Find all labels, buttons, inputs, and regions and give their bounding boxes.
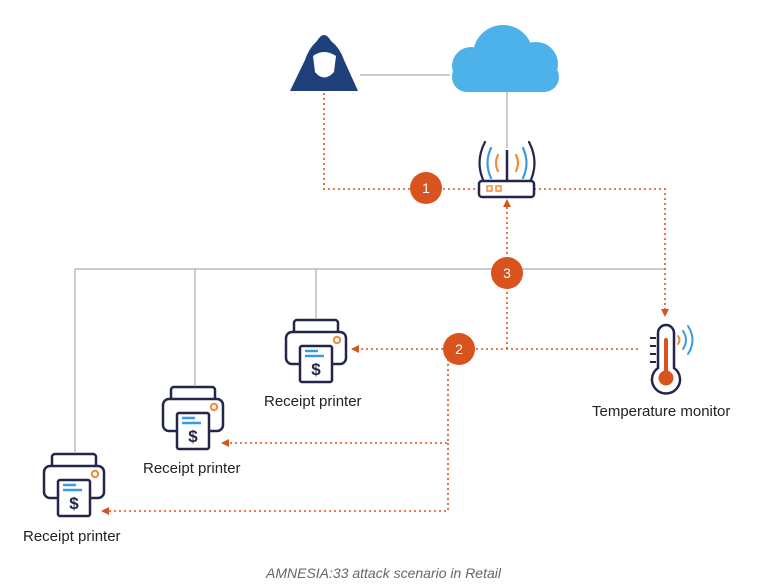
svg-text:$: $: [311, 360, 321, 379]
step-badge-3: 3: [491, 257, 523, 289]
svg-text:2: 2: [455, 341, 463, 357]
figure-caption: AMNESIA:33 attack scenario in Retail: [266, 565, 501, 581]
temperature-monitor-label: Temperature monitor: [592, 403, 731, 420]
printer-label: Receipt printer: [264, 393, 362, 410]
network-lines: [74, 74, 665, 452]
svg-text:1: 1: [422, 180, 430, 196]
wifi-router-icon: [477, 140, 536, 199]
cloud-icon: [452, 25, 559, 92]
receipt-printer-icon: $: [284, 318, 348, 384]
receipt-printer-icon: $: [161, 385, 225, 451]
step-badge-2: 2: [443, 333, 475, 365]
svg-text:$: $: [69, 494, 79, 513]
thermometer-icon: [650, 323, 694, 395]
svg-text:3: 3: [503, 265, 511, 281]
hooded-hacker-icon: [290, 35, 358, 91]
svg-text:$: $: [188, 427, 198, 446]
step-badge-1: 1: [410, 172, 442, 204]
receipt-printer-icon: $: [42, 452, 106, 518]
printer-label: Receipt printer: [143, 460, 241, 477]
printer-label: Receipt printer: [23, 528, 121, 545]
attack-paths: [101, 93, 669, 515]
